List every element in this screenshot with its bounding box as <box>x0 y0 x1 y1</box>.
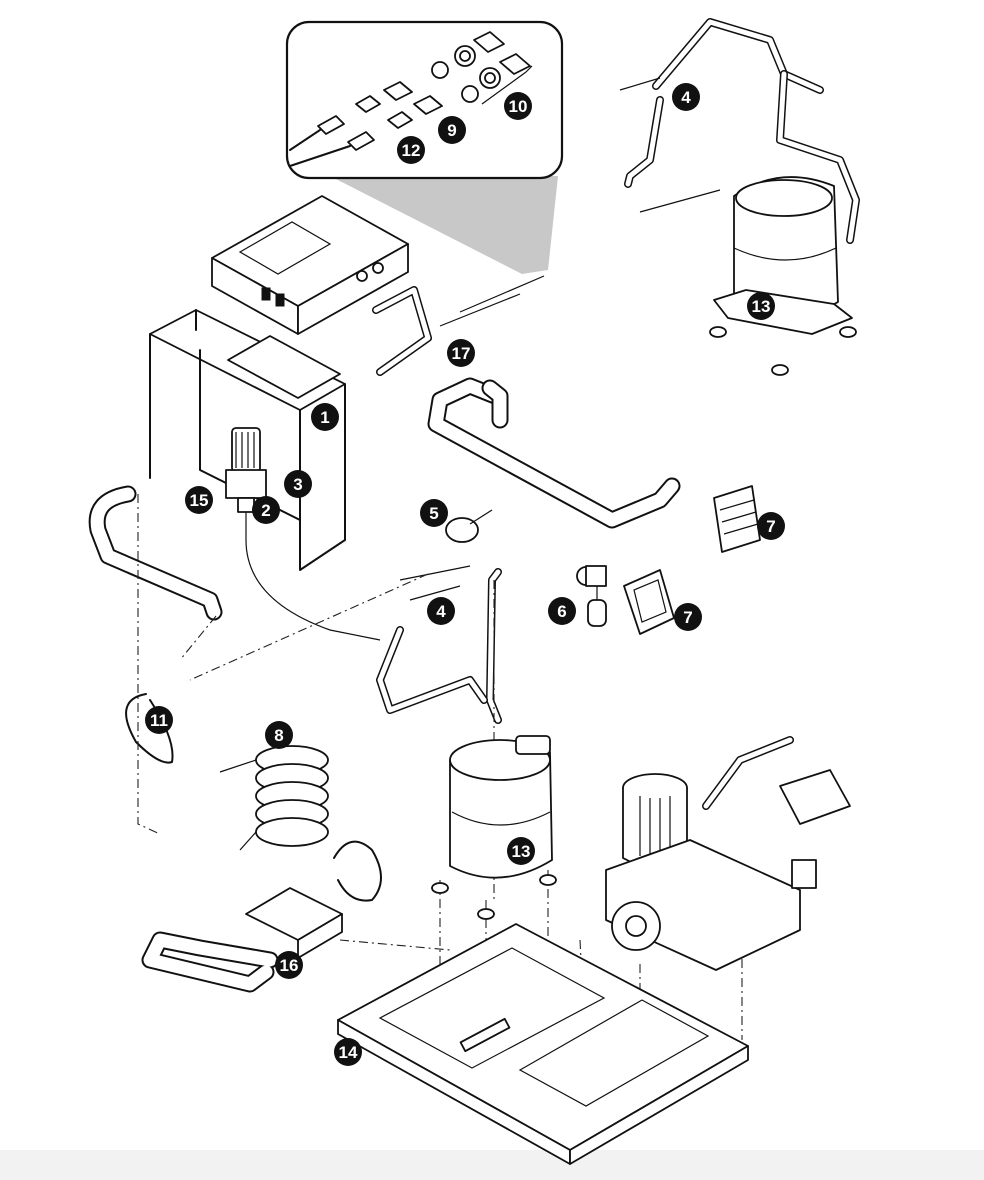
callout-label: 2 <box>261 501 270 520</box>
callout-4-upper: 4 <box>672 83 700 111</box>
callout-label: 6 <box>557 602 566 621</box>
left-loop-tube <box>88 485 223 621</box>
callout-13-upper: 13 <box>747 292 775 320</box>
callout-15: 15 <box>185 486 213 514</box>
callout-17: 17 <box>447 339 475 367</box>
inset-detail-panel <box>285 20 564 180</box>
hose-clamp-center <box>333 840 382 902</box>
pump-motor-assembly <box>605 736 851 971</box>
callout-label: 3 <box>293 475 302 494</box>
callout-9: 9 <box>438 116 466 144</box>
callout-label: 7 <box>766 517 775 536</box>
condenser-coil <box>219 745 329 851</box>
callout-label: 5 <box>429 504 438 523</box>
callout-label: 8 <box>274 726 283 745</box>
callout-label: 7 <box>683 608 692 627</box>
frame-assembly <box>149 309 346 571</box>
callout-label: 4 <box>436 602 446 621</box>
callout-13-center: 13 <box>507 837 535 865</box>
callout-label: 10 <box>509 97 528 116</box>
callout-16: 16 <box>275 951 303 979</box>
water-valve-assembly <box>225 427 381 641</box>
mounting-bracket-right <box>713 485 761 553</box>
callout-5: 5 <box>420 499 448 527</box>
upper-drain-tube <box>427 377 681 529</box>
callout-label: 12 <box>402 141 421 160</box>
callout-3: 3 <box>284 470 312 498</box>
inset-zoom-wedge <box>330 176 558 274</box>
callout-label: 17 <box>452 344 471 363</box>
base-plate <box>337 923 749 1165</box>
callout-1: 1 <box>311 403 339 431</box>
callout-14: 14 <box>334 1038 362 1066</box>
callout-label: 16 <box>280 956 299 975</box>
callout-11: 11 <box>145 706 173 734</box>
callout-7-lower: 7 <box>674 603 702 631</box>
callout-10: 10 <box>504 92 532 120</box>
callout-12: 12 <box>397 136 425 164</box>
callout-2: 2 <box>252 496 280 524</box>
lower-left-tube <box>141 931 279 993</box>
mounting-plate <box>245 887 343 959</box>
hose-clamp-left <box>125 693 174 764</box>
filter-drier <box>445 509 493 543</box>
refrigerant-lines-mid <box>376 565 502 724</box>
line-set <box>372 275 545 376</box>
control-box <box>211 195 409 335</box>
mounting-bracket-left <box>623 569 675 635</box>
callout-label: 11 <box>150 711 168 730</box>
callout-8: 8 <box>265 721 293 749</box>
callout-6: 6 <box>548 597 576 625</box>
callout-7-upper: 7 <box>757 512 785 540</box>
callout-label: 4 <box>681 88 691 107</box>
check-valve <box>576 565 607 627</box>
refrigerant-lines-upper <box>619 18 860 244</box>
callout-label: 9 <box>447 121 456 140</box>
callout-label: 14 <box>339 1043 358 1062</box>
callout-4-lower: 4 <box>427 597 455 625</box>
callout-label: 1 <box>320 408 329 427</box>
callout-label: 13 <box>752 297 771 316</box>
callout-label: 13 <box>512 842 531 861</box>
callout-label: 15 <box>190 491 209 510</box>
